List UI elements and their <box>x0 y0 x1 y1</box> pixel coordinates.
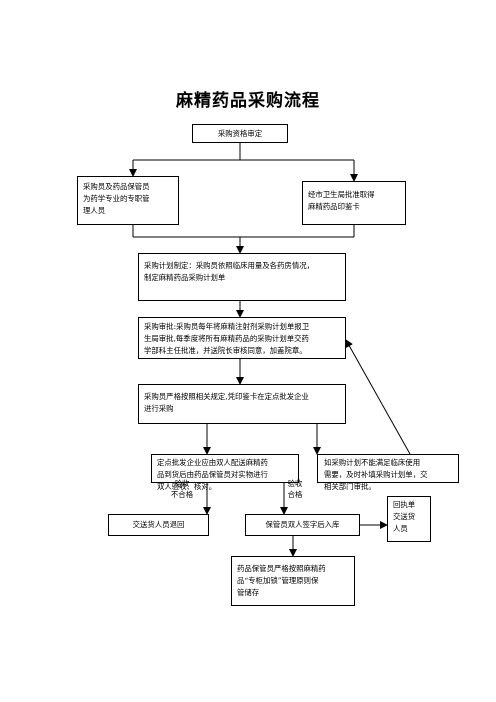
node-plan: 采购计划制定：采购员依照临床用量及各药房情况， 制定麻精药品采购计划单 <box>138 253 346 301</box>
node-supplement: 如采购计划不能满足临床使用 需要，及时补填采购计划单，交 相关部门审批。 <box>317 454 459 491</box>
label-fail: 验收 不合格 <box>170 479 194 499</box>
page-title: 麻精药品采购流程 <box>176 91 320 111</box>
node-keep: 药品保管员严格按照麻精药 品“专柜加锁”管理原则保 管储存 <box>231 556 355 606</box>
node-card: 经市卫生局批准取得 麻精药品印鉴卡 <box>302 181 406 225</box>
node-qualification: 采购资格审定 <box>192 124 288 143</box>
arrow-feedback-to-approval <box>345 339 411 455</box>
label-pass: 验收 合格 <box>287 479 303 499</box>
node-approval: 采购审批:采购员每年将麻精注射剂采购计划单报卫 生局审批,每季度将所有麻精药品的… <box>138 317 346 359</box>
node-receipt: 回执单 交送货 人员 <box>387 496 431 542</box>
node-delivery: 定点批发企业应由双人配送麻精药 品到货后由药品保管员对实物进行 双人验收、核对。 <box>151 454 299 491</box>
node-purchase: 采购员严格按照相关规定,凭印鉴卡在定点批发企业 进行采购 <box>138 384 346 424</box>
node-return: 交送货人员退回 <box>108 514 209 536</box>
node-storage: 保管员双人签字后入库 <box>245 514 360 536</box>
node-buyer: 采购员及药品保管员 为药学专业的专职管 理人员 <box>77 176 179 225</box>
